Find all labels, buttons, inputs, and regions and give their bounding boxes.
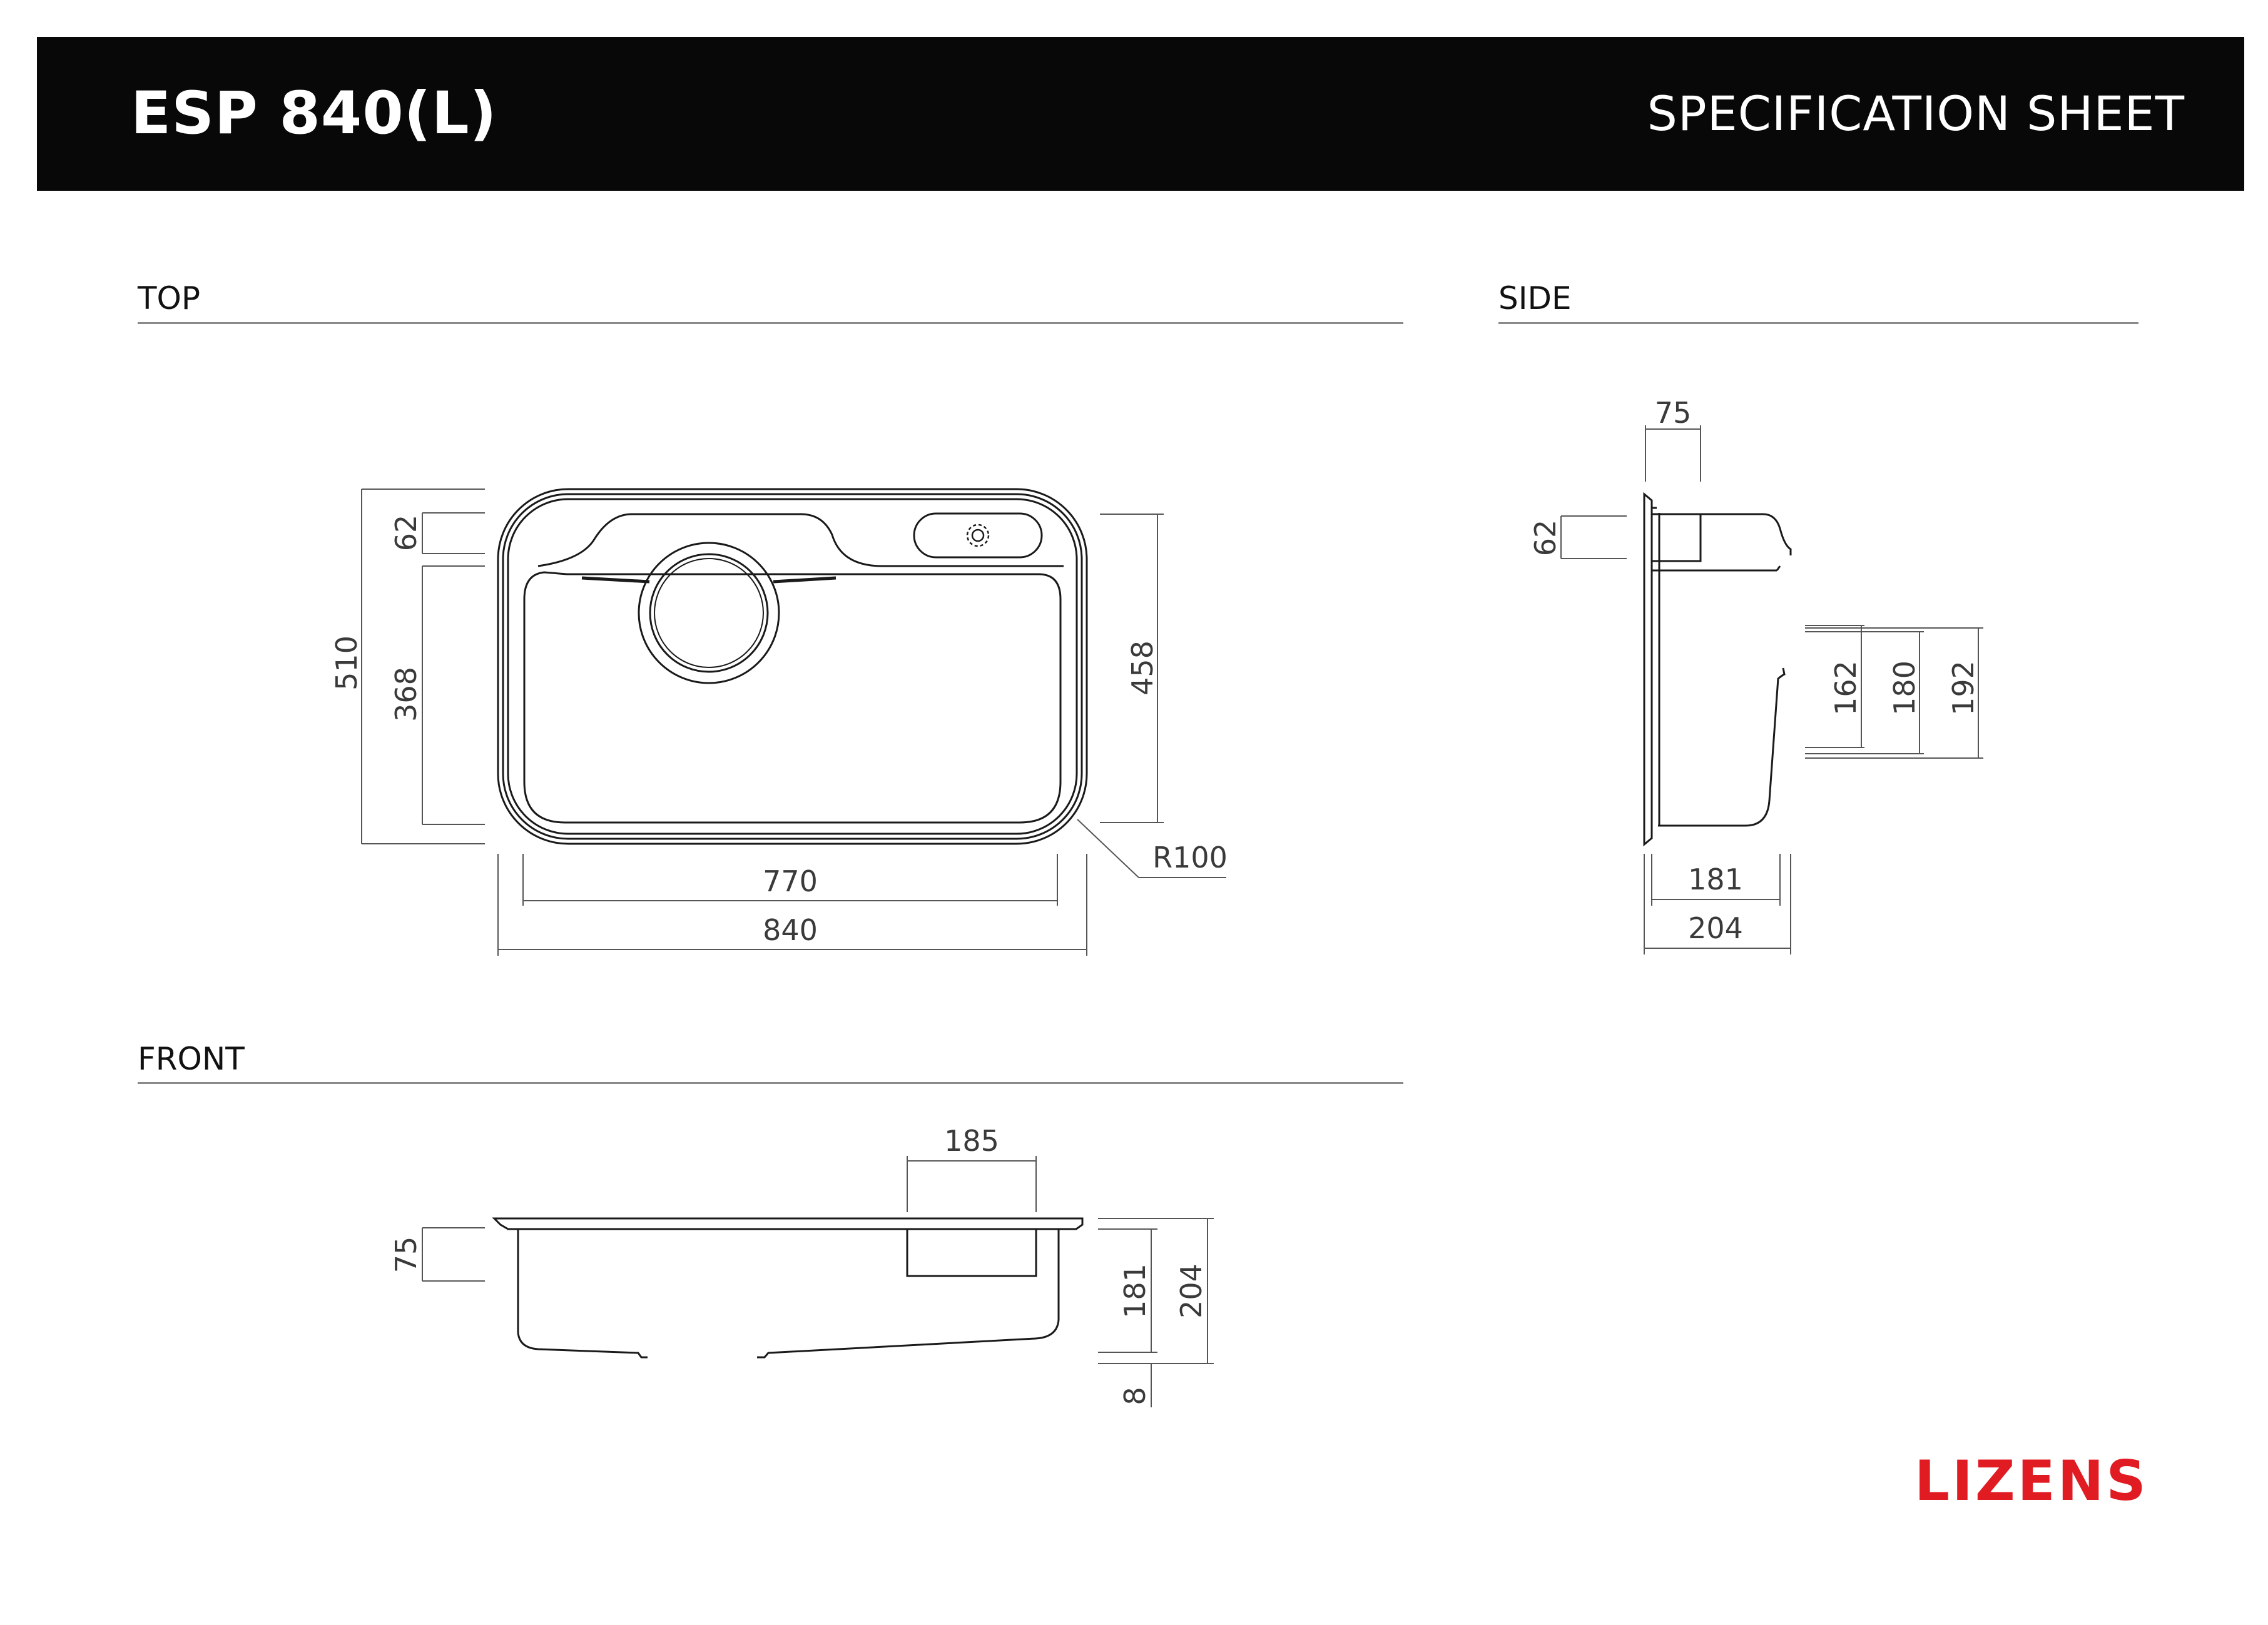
dim-side-180: 180 [1888, 661, 1921, 716]
dim-top-r100: R100 [1152, 841, 1228, 874]
dim-top-840: 840 [763, 913, 818, 947]
dim-side-204: 204 [1688, 911, 1743, 945]
model-name: ESP 840(L) [131, 79, 497, 148]
dim-top-458: 458 [1126, 640, 1159, 696]
dim-front-185: 185 [944, 1124, 999, 1158]
dim-front-181: 181 [1118, 1263, 1152, 1319]
dim-top-368: 368 [389, 667, 423, 722]
dim-front-204: 204 [1174, 1263, 1208, 1319]
dim-side-162: 162 [1829, 661, 1863, 716]
dim-front-8: 8 [1118, 1387, 1152, 1405]
header-bar: ESP 840(L) SPECIFICATION SHEET [37, 37, 2244, 191]
brand-logo: LIZENS [1915, 1449, 2148, 1513]
dim-top-510: 510 [330, 635, 364, 691]
dim-top-62: 62 [389, 515, 423, 552]
dim-front-75: 75 [389, 1237, 423, 1273]
dim-side-75: 75 [1655, 396, 1692, 430]
section-title-top: TOP [138, 280, 201, 316]
front-view-dimensions [422, 1156, 1214, 1407]
section-rule-side [1498, 322, 2138, 324]
section-rule-top [138, 322, 1403, 324]
section-title-side: SIDE [1498, 280, 1572, 316]
side-view-sink [1643, 492, 1792, 847]
sheet-title: SPECIFICATION SHEET [1647, 86, 2185, 141]
section-rule-front [138, 1082, 1403, 1084]
dim-side-181: 181 [1688, 863, 1743, 896]
dim-side-62: 62 [1528, 520, 1562, 557]
side-view-dimensions [1560, 425, 1983, 954]
dim-side-192: 192 [1946, 661, 1980, 716]
section-title-front: FRONT [138, 1041, 245, 1077]
top-view-sink [497, 488, 1088, 845]
top-view-dimensions [361, 489, 1226, 956]
front-view-sink [492, 1217, 1084, 1359]
dim-top-770: 770 [763, 864, 818, 898]
control-knob-icon [966, 524, 990, 547]
